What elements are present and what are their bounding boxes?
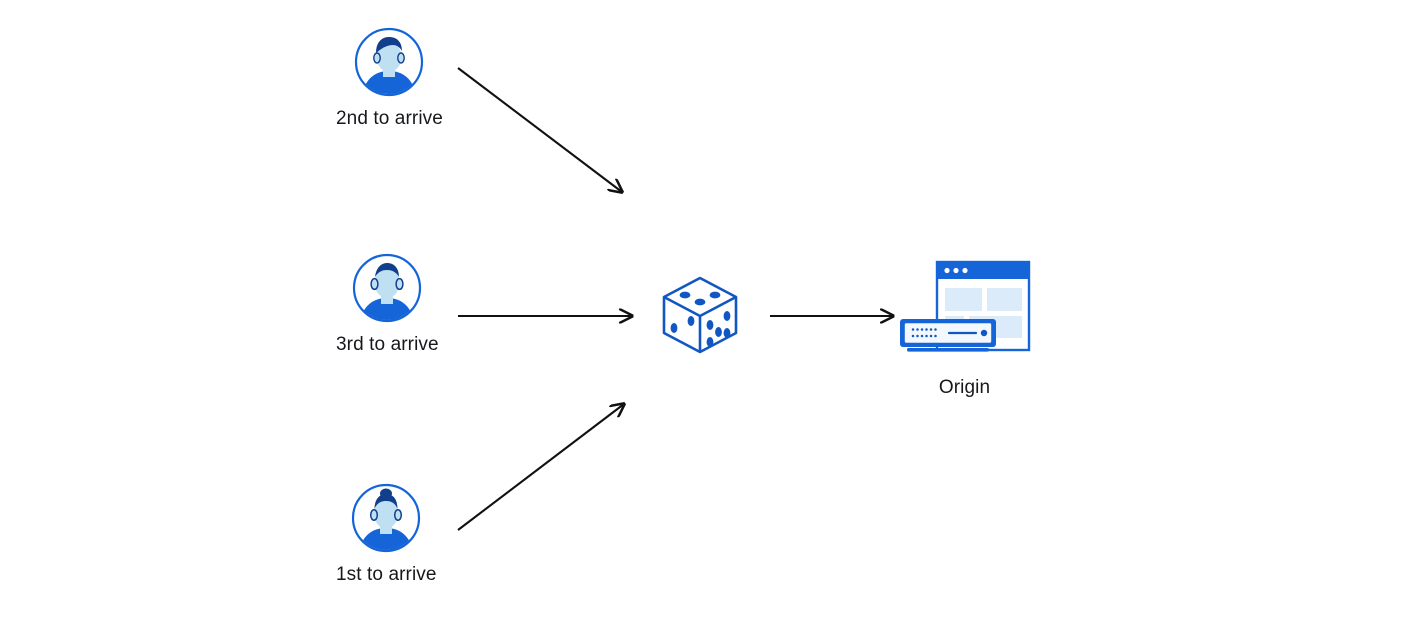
node-dice[interactable] (657, 272, 743, 358)
user-avatar-icon (352, 253, 422, 323)
node-label: 1st to arrive (336, 564, 437, 585)
dice-icon (657, 272, 743, 358)
node-origin[interactable]: Origin (897, 258, 1032, 400)
node-label: Origin (938, 377, 991, 398)
user-avatar-icon (351, 483, 421, 553)
arrow-1st-to-dice (457, 404, 624, 531)
node-person-2nd[interactable]: 2nd to arrive (336, 27, 443, 131)
node-person-3rd[interactable]: 3rd to arrive (336, 253, 439, 357)
user-avatar-icon (354, 27, 424, 97)
node-person-1st[interactable]: 1st to arrive (336, 483, 437, 587)
node-label: 2nd to arrive (336, 108, 443, 129)
arrow-2nd-to-dice (457, 67, 622, 192)
node-label: 3rd to arrive (336, 334, 439, 355)
server-device (900, 319, 996, 352)
origin-server-icon (897, 258, 1032, 366)
